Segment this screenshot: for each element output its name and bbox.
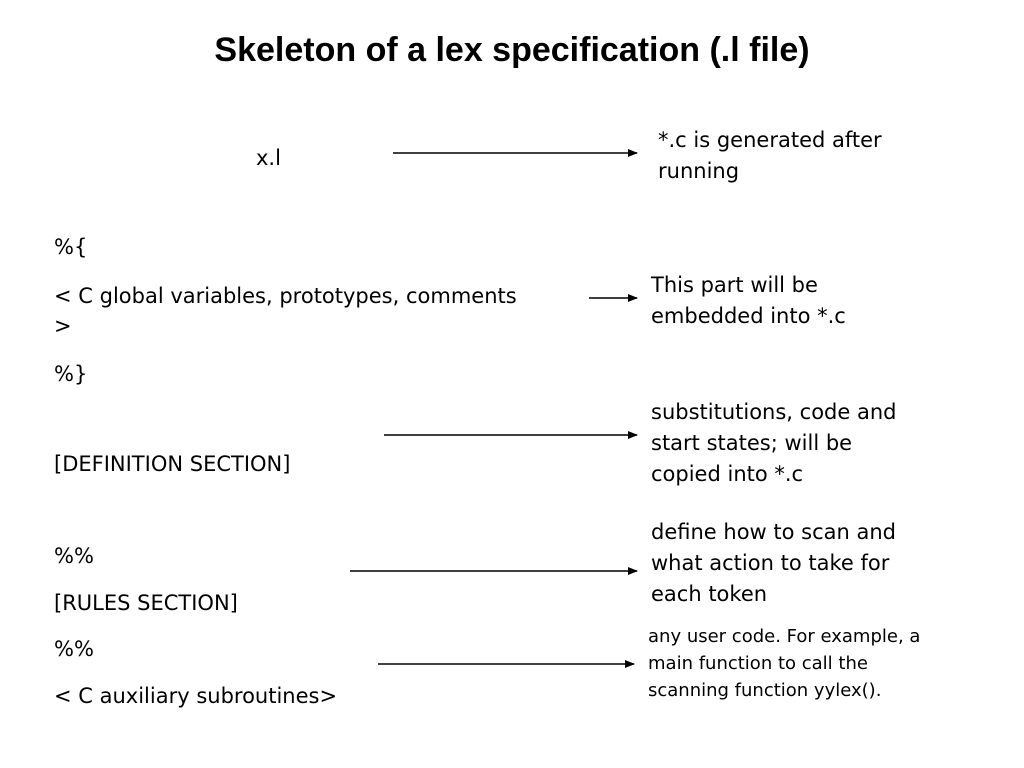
note-definitions-line-2: start states; will be: [651, 431, 853, 455]
open-brace-marker: %{: [54, 235, 88, 259]
note-definitions: substitutions, code and start states; wi…: [651, 397, 896, 490]
note-embedded-line-2: embedded into *.c: [651, 304, 846, 328]
close-brace-marker: %}: [54, 362, 88, 386]
separator-1: %%: [54, 544, 94, 568]
note-rules-line-2: what action to take for: [651, 551, 890, 575]
note-user-code: any user code. For example, a main funct…: [648, 623, 920, 704]
note-definitions-line-1: substitutions, code and: [651, 400, 897, 424]
note-user-code-line-1: any user code. For example, a: [648, 626, 921, 647]
note-generated-line-2: running: [658, 159, 740, 183]
note-user-code-line-2: main function to call the: [648, 653, 868, 674]
note-user-code-line-3: scanning function yylex().: [648, 680, 882, 701]
note-rules-line-1: define how to scan and: [651, 520, 896, 544]
file-name-label: x.l: [256, 146, 281, 170]
definition-section-label: [DEFINITION SECTION]: [54, 452, 291, 476]
note-definitions-line-3: copied into *.c: [651, 462, 804, 486]
rules-section-label: [RULES SECTION]: [54, 591, 238, 615]
note-generated: *.c is generated after running: [658, 125, 882, 187]
note-generated-line-1: *.c is generated after: [658, 128, 882, 152]
aux-subroutines-label: < C auxiliary subroutines>: [54, 684, 338, 708]
c-globals-line-2: >: [54, 314, 72, 338]
note-rules: define how to scan and what action to ta…: [651, 517, 896, 610]
separator-2: %%: [54, 637, 94, 661]
note-rules-line-3: each token: [651, 582, 768, 606]
note-embedded: This part will be embedded into *.c: [651, 270, 846, 332]
slide-title: Skeleton of a lex specification (.l file…: [214, 31, 810, 69]
c-globals-line-1: < C global variables, prototypes, commen…: [54, 284, 517, 308]
note-embedded-line-1: This part will be: [651, 273, 818, 297]
